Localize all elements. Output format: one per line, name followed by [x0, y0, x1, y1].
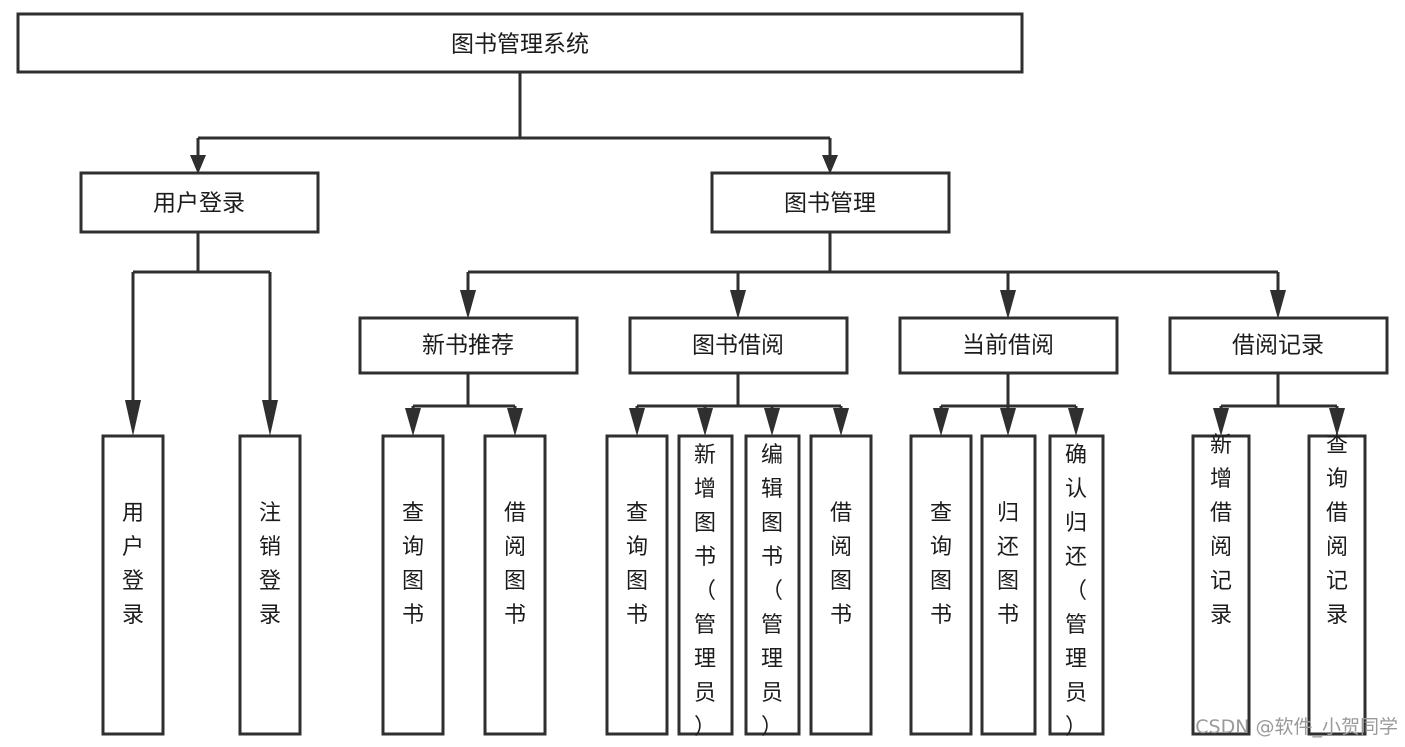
node-leaf-logout-login[interactable]: 注销登录: [238, 434, 302, 736]
arrow-head-icon-leaf-query-record: [1329, 408, 1345, 436]
node-root-label: 图书管理系统: [451, 32, 589, 58]
node-leaf-query-record-label: 查询借阅记录: [1326, 433, 1348, 628]
node-leaf-add-book-box[interactable]: [677, 434, 734, 736]
arrow-head-icon-leaf-query-book-3: [933, 408, 949, 436]
arrow-head-icon-book-borrow: [730, 290, 746, 319]
node-leaf-add-record-box[interactable]: [1191, 434, 1251, 736]
node-leaf-edit-book[interactable]: 编辑图书（管理员）: [744, 434, 801, 740]
arrow-head-icon-leaf-add-book: [697, 408, 713, 436]
arrow-head-icon-book-manage: [822, 155, 838, 174]
node-book-manage[interactable]: 图书管理: [710, 171, 951, 234]
node-book-borrow-label: 图书借阅: [692, 333, 784, 359]
node-leaf-user-login-label: 用户登录: [122, 501, 144, 628]
node-leaf-return-book-label: 归还图书: [997, 501, 1019, 628]
node-leaf-confirm-return[interactable]: 确认归还（管理员）: [1048, 434, 1105, 740]
node-leaf-add-record[interactable]: 新增借阅记录: [1191, 433, 1251, 736]
node-leaf-logout-login-box[interactable]: [238, 434, 302, 736]
node-leaf-query-book-3-box[interactable]: [909, 434, 973, 736]
node-leaf-borrow-book-1-box[interactable]: [483, 434, 547, 736]
node-user-login-box[interactable]: [79, 171, 320, 234]
arrow-head-icon-leaf-borrow-book-2: [833, 408, 849, 436]
node-leaf-confirm-return-label: 确认归还（管理员）: [1065, 443, 1087, 740]
node-leaf-query-book-1[interactable]: 查询图书: [381, 434, 445, 736]
node-leaf-edit-book-box[interactable]: [744, 434, 801, 736]
node-leaf-borrow-book-2-label: 借阅图书: [830, 501, 852, 628]
node-leaf-add-book-label: 新增图书（管理员）: [694, 443, 716, 740]
node-book-borrow-box[interactable]: [628, 316, 849, 375]
node-leaf-borrow-book-2-box[interactable]: [809, 434, 873, 736]
arrow-head-icon-leaf-return-book: [1000, 408, 1016, 436]
node-user-login-label: 用户登录: [153, 191, 245, 217]
node-current-borrow-label: 当前借阅: [962, 333, 1054, 359]
node-leaf-return-book[interactable]: 归还图书: [980, 434, 1037, 736]
node-leaf-edit-book-label: 编辑图书（管理员）: [761, 443, 783, 740]
node-leaf-query-book-3-label: 查询图书: [930, 501, 952, 628]
node-leaf-query-record-box[interactable]: [1307, 434, 1367, 736]
node-leaf-user-login-box[interactable]: [101, 434, 165, 736]
node-leaf-logout-login-label: 注销登录: [259, 501, 281, 628]
node-book-manage-box[interactable]: [710, 171, 951, 234]
node-leaf-borrow-book-1[interactable]: 借阅图书: [483, 434, 547, 736]
node-borrow-record[interactable]: 借阅记录: [1168, 316, 1389, 375]
arrow-head-icon-leaf-user-login: [125, 400, 141, 436]
node-leaf-query-book-2[interactable]: 查询图书: [605, 434, 669, 736]
node-leaf-borrow-book-1-label: 借阅图书: [504, 501, 526, 628]
node-current-borrow[interactable]: 当前借阅: [898, 316, 1119, 375]
node-book-manage-label: 图书管理: [784, 191, 876, 217]
node-leaf-return-book-box[interactable]: [980, 434, 1037, 736]
node-root-box[interactable]: [16, 12, 1024, 74]
node-new-book-rec-box[interactable]: [358, 316, 579, 375]
arrow-head-icon-leaf-borrow-book-1: [507, 408, 523, 436]
connector-group: [125, 72, 1345, 436]
arrow-head-icon-leaf-confirm-return: [1068, 408, 1084, 436]
node-borrow-record-box[interactable]: [1168, 316, 1389, 375]
node-current-borrow-box[interactable]: [898, 316, 1119, 375]
arrow-head-icon-leaf-query-book-1: [405, 408, 421, 436]
arrow-head-icon-new-book-rec: [460, 290, 476, 319]
arrow-head-icon-leaf-add-record: [1213, 408, 1229, 436]
csdn-watermark: CSDN @软件_小贺同学: [1195, 716, 1398, 738]
arrow-head-icon-current-borrow: [1000, 290, 1016, 319]
arrow-head-icon-user-login: [190, 155, 206, 174]
node-leaf-confirm-return-box[interactable]: [1048, 434, 1105, 736]
node-new-book-rec-label: 新书推荐: [422, 333, 514, 359]
node-leaf-borrow-book-2[interactable]: 借阅图书: [809, 434, 873, 736]
node-leaf-query-book-3[interactable]: 查询图书: [909, 434, 973, 736]
node-leaf-query-book-1-label: 查询图书: [402, 501, 424, 628]
arrow-head-icon-borrow-record: [1270, 290, 1286, 319]
node-leaf-query-book-2-box[interactable]: [605, 434, 669, 736]
node-leaf-query-book-1-box[interactable]: [381, 434, 445, 736]
node-leaf-add-book[interactable]: 新增图书（管理员）: [677, 434, 734, 740]
arrow-head-icon-leaf-logout-login: [262, 400, 278, 436]
arrow-head-icon-leaf-query-book-2: [629, 408, 645, 436]
node-leaf-user-login[interactable]: 用户登录: [101, 434, 165, 736]
node-new-book-rec[interactable]: 新书推荐: [358, 316, 579, 375]
node-leaf-query-record[interactable]: 查询借阅记录: [1307, 433, 1367, 736]
node-borrow-record-label: 借阅记录: [1232, 333, 1324, 359]
node-book-borrow[interactable]: 图书借阅: [628, 316, 849, 375]
node-root[interactable]: 图书管理系统: [16, 12, 1024, 74]
node-leaf-add-record-label: 新增借阅记录: [1210, 433, 1232, 628]
node-user-login[interactable]: 用户登录: [79, 171, 320, 234]
arrow-head-icon-leaf-edit-book: [764, 408, 780, 436]
node-leaf-query-book-2-label: 查询图书: [626, 501, 648, 628]
